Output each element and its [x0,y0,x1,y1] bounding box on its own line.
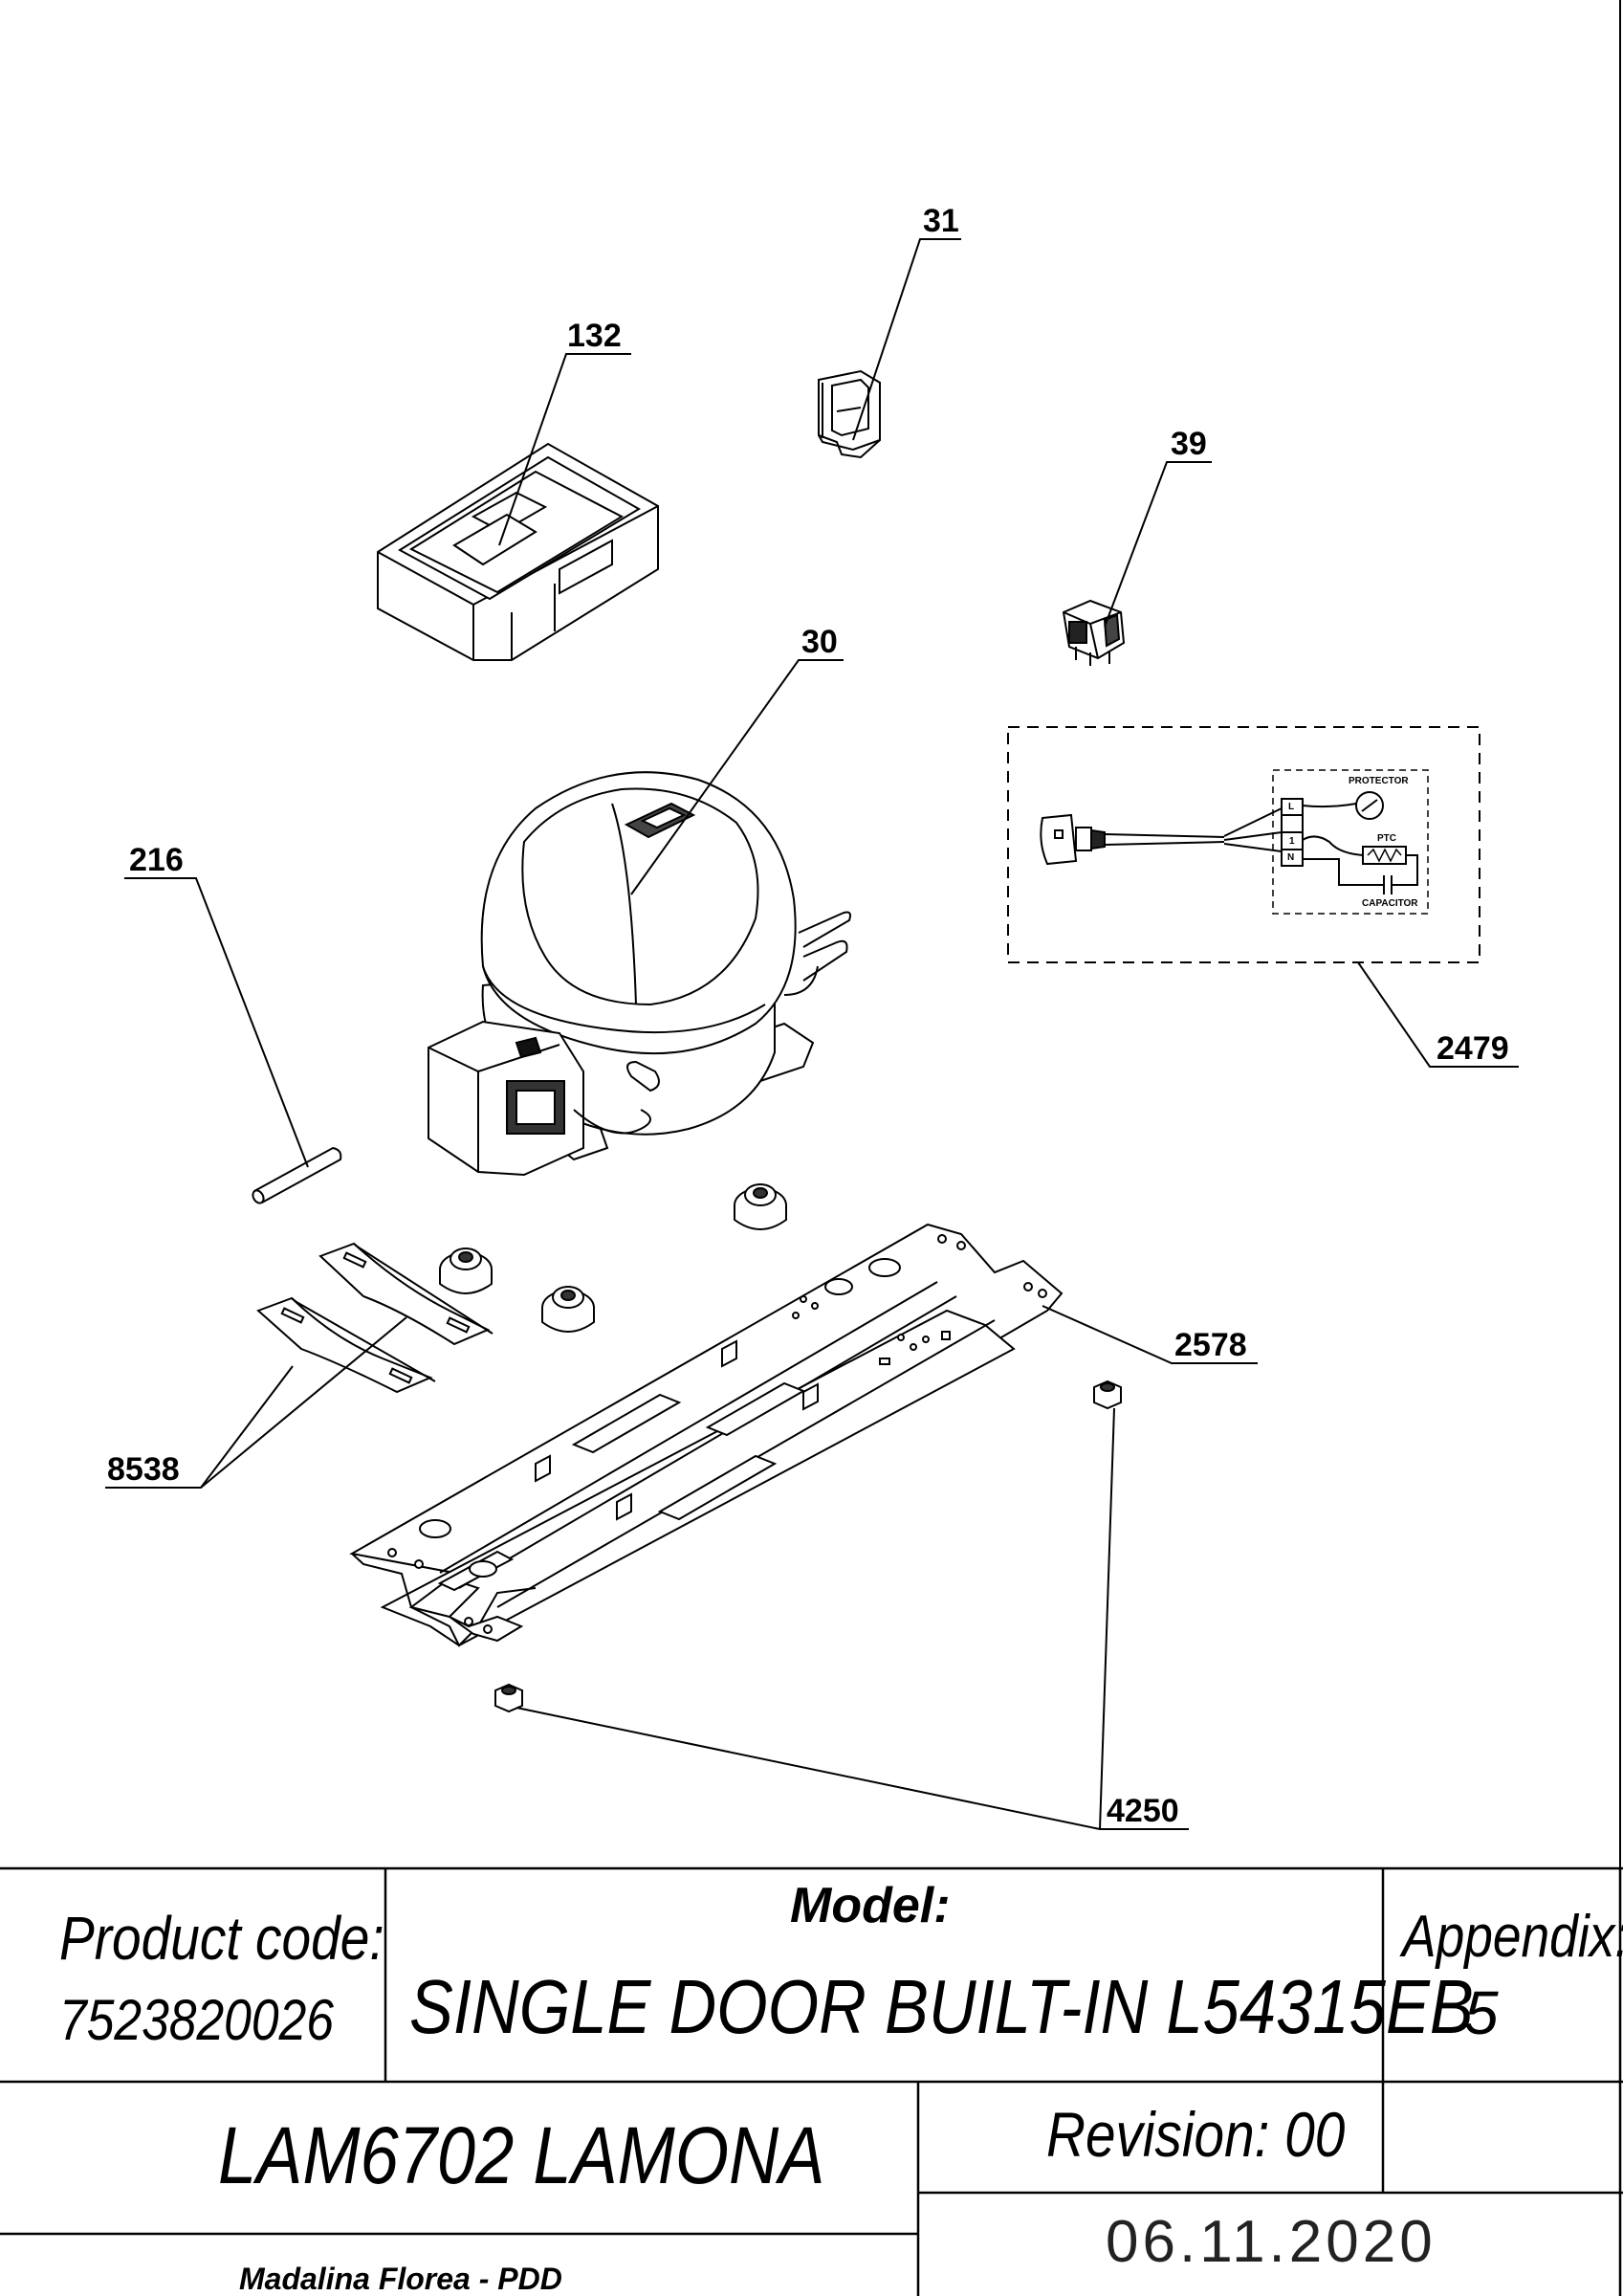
part-216-pin [252,1146,342,1204]
product-code-label: Product code: [59,1904,384,1973]
schematic-ptc-label: PTC [1377,833,1396,844]
leader-39 [1104,461,1212,628]
callout-39: 39 [1171,426,1207,462]
part-39-relay [1062,599,1126,666]
callout-132: 132 [567,318,622,354]
part-132-cover [377,442,659,661]
part-30-compressor [428,771,851,1177]
model-value: SINGLE DOOR BUILT-IN L54315EB [409,1964,1474,2049]
callout-2479: 2479 [1437,1030,1509,1067]
product-code-value: 7523820026 [59,1988,334,2052]
nut-2 [494,1683,523,1713]
schematic-terminal-1: 1 [1289,836,1295,847]
model-label: Model: [790,1878,951,1933]
exploded-parts-diagram [105,0,1621,1867]
grommet-2 [541,1286,595,1333]
callout-4250: 4250 [1107,1793,1179,1829]
part-31-clip [818,369,881,459]
part-2578-base-plate [349,1223,1064,1647]
schematic-terminal-l: L [1288,802,1295,812]
callout-2578: 2578 [1174,1327,1247,1363]
appendix-value: 5 [1464,1978,1499,2047]
nut-1 [1093,1380,1122,1410]
product-name: LAM6702 LAMONA [218,2110,825,2200]
appendix-label: Appendix: [1402,1904,1623,1970]
grommet-3 [734,1183,787,1230]
grommet-1 [439,1247,493,1294]
callout-30: 30 [801,624,838,660]
callout-8538: 8538 [107,1451,180,1488]
part-grommets [439,1183,787,1333]
leader-216 [124,877,309,1168]
callout-216: 216 [129,842,184,878]
callout-31: 31 [923,203,959,239]
part-8538-shims [256,1242,493,1394]
schematic-protector-label: PROTECTOR [1349,776,1409,786]
part-2479-wiring-harness [1007,726,1480,963]
revision: Revision: 00 [1046,2099,1346,2170]
author: Madalina Florea - PDD [239,2262,562,2296]
part-4250-nuts [494,1380,1122,1713]
title-block-frame [0,1866,1623,2296]
callout-underlines [105,238,1519,1830]
schematic-capacitor-label: CAPACITOR [1362,898,1418,909]
schematic-terminal-n: N [1287,852,1295,863]
date: 06.11.2020 [1106,2209,1437,2275]
